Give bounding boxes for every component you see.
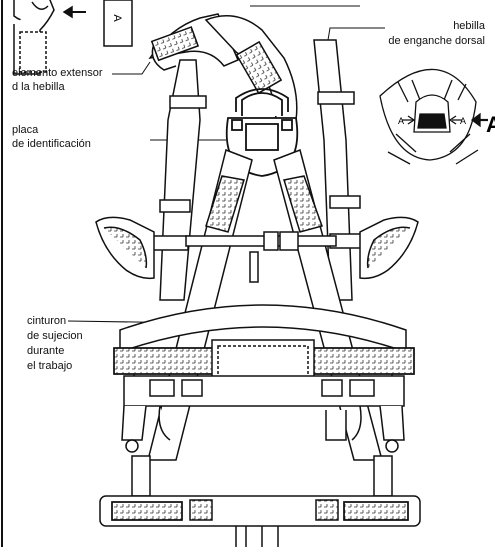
label-cinturon-line1: cinturon: [27, 315, 67, 327]
label-cinturon-line4: el trabajo: [27, 360, 73, 372]
label-hebilla-line2: de enganche dorsal: [388, 35, 485, 47]
label-placa-line1: placa: [12, 124, 39, 136]
leg-straps: [99, 455, 421, 547]
label-cinturon-line2: de sujecion: [27, 330, 83, 342]
detail-left-mark: A: [398, 116, 404, 126]
lower-belt-loops: [121, 375, 405, 453]
detail-big-mark: A: [486, 112, 495, 137]
label-hebilla-line1: hebilla: [453, 20, 485, 32]
buckle-extender-detail: [13, 0, 133, 75]
dorsal-buckle-detail: [379, 68, 488, 165]
right-side-pad: [359, 216, 419, 280]
label-extensor-line1: elemento extensor: [12, 67, 103, 79]
label-extensor-line2: d la hebilla: [12, 81, 65, 93]
label-cinturon-line3: durante: [27, 345, 65, 357]
label-placa-line2: de identificación: [12, 138, 91, 150]
left-vertical-strap: [151, 59, 207, 301]
left-side-pad: [95, 216, 155, 280]
detail-right-mark: A: [460, 116, 466, 126]
chest-buckle: [185, 231, 337, 283]
tag-top-left-mark: A: [111, 14, 123, 22]
